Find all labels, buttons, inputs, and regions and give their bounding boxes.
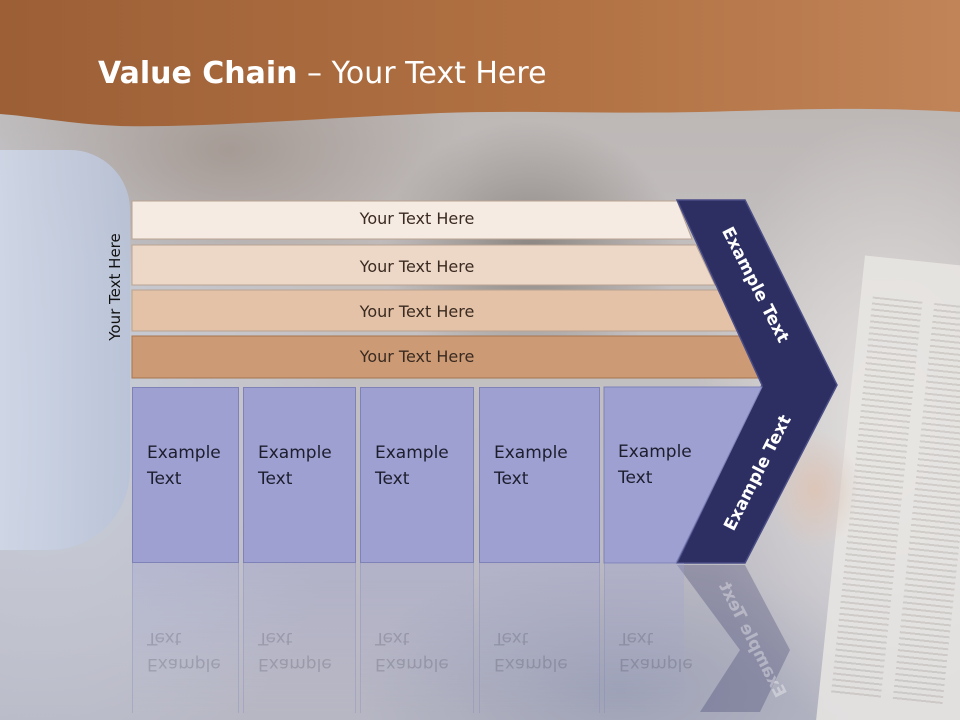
bar-1 xyxy=(131,200,693,240)
column-box-3: Example Text xyxy=(360,387,474,563)
bar-1-label: Your Text Here xyxy=(359,209,475,228)
title-bold: Value Chain xyxy=(98,56,298,91)
chevron-reflection xyxy=(677,565,790,712)
column-label-4: Example Text xyxy=(494,443,568,489)
column-5-text-wrap: Example Text xyxy=(604,387,754,563)
column-reflection-5: Example Text xyxy=(604,563,693,713)
column-reflection-4: Example Text xyxy=(479,563,600,713)
column-label-3: Example Text xyxy=(375,443,449,489)
column-reflection-label-5: Example Text xyxy=(619,628,693,674)
column-box-2: Example Text xyxy=(243,387,356,563)
header-band xyxy=(0,0,960,127)
column-label-2: Example Text xyxy=(258,443,332,489)
bar-2-label: Your Text Here xyxy=(359,257,475,276)
column-reflection-2: Example Text xyxy=(243,563,356,713)
bar-4-label: Your Text Here xyxy=(359,347,475,366)
column-reflection-label-2: Example Text xyxy=(258,628,332,674)
photo-sleeve xyxy=(0,150,130,550)
column-reflection-label-3: Example Text xyxy=(375,628,449,674)
bar-2 xyxy=(131,244,716,286)
page-title: Value Chain – Your Text Here xyxy=(98,56,547,91)
column-reflection-label-1: Example Text xyxy=(147,628,221,674)
column-label-1: Example Text xyxy=(147,443,221,489)
column-box-4: Example Text xyxy=(479,387,600,563)
bar-3-label: Your Text Here xyxy=(359,302,475,321)
column-reflection-3: Example Text xyxy=(360,563,474,713)
column-reflection-label-4: Example Text xyxy=(494,628,568,674)
column-box-1: Example Text xyxy=(132,387,239,563)
column-reflection-1: Example Text xyxy=(132,563,239,713)
column-label-5: Example Text xyxy=(618,442,692,488)
title-rest: – Your Text Here xyxy=(297,56,547,91)
